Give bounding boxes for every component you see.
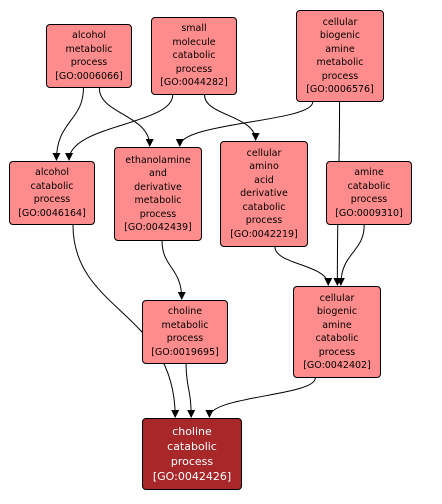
node-label: alcohol metabolic process [GO:0006066] — [55, 30, 123, 82]
node-small-molecule-catabolic-process[interactable]: small molecule catabolic process [GO:004… — [151, 17, 237, 95]
edge-choline_metabolic-to-choline_catabolic — [185, 363, 196, 418]
node-label: cellular biogenic amine catabolic proces… — [303, 292, 371, 372]
edge-small_molecule_catabolic-to-alcohol_catabolic — [65, 94, 174, 161]
node-amine-catabolic-process[interactable]: amine catabolic process [GO:0009310] — [326, 161, 412, 225]
node-label: ethanolamine and derivative metabolic pr… — [124, 154, 192, 234]
node-label: cellular amino acid derivative catabolic… — [230, 147, 298, 240]
edge-amino_acid_derivative_catabolic-to-biogenic_amine_catabolic — [274, 246, 333, 286]
edge-amine_catabolic-to-biogenic_amine_catabolic — [336, 224, 365, 286]
node-choline-catabolic-process[interactable]: choline catabolic process [GO:0042426] — [142, 418, 242, 490]
edge-small_molecule_catabolic-to-amino_acid_derivative_catabolic — [204, 94, 260, 141]
edge-alcohol_catabolic-to-choline_catabolic — [72, 224, 180, 418]
node-cellular-amino-acid-derivative-catabolic-process[interactable]: cellular amino acid derivative catabolic… — [220, 141, 308, 247]
node-label: choline metabolic process [GO:0019695] — [151, 306, 219, 358]
edge-biogenic_amine_metabolic-to-ethanolamine_metabolic — [175, 101, 314, 147]
edge-ethanolamine_metabolic-to-choline_metabolic — [161, 240, 186, 300]
node-choline-metabolic-process[interactable]: choline metabolic process [GO:0019695] — [142, 300, 228, 364]
node-label: amine catabolic process [GO:0009310] — [335, 167, 403, 219]
edge-biogenic_amine_catabolic-to-choline_catabolic — [205, 377, 316, 418]
edge-alcohol_metabolic-to-ethanolamine_metabolic — [98, 87, 154, 147]
edge-alcohol_metabolic-to-alcohol_catabolic — [52, 87, 84, 161]
node-alcohol-catabolic-process[interactable]: alcohol catabolic process [GO:0046164] — [9, 161, 95, 225]
node-cellular-biogenic-amine-catabolic-process[interactable]: cellular biogenic amine catabolic proces… — [293, 286, 381, 378]
node-cellular-biogenic-amine-metabolic-process[interactable]: cellular biogenic amine metabolic proces… — [296, 10, 384, 102]
node-alcohol-metabolic-process[interactable]: alcohol metabolic process [GO:0006066] — [46, 24, 132, 88]
node-ethanolamine-and-derivative-metabolic-process[interactable]: ethanolamine and derivative metabolic pr… — [114, 147, 202, 241]
node-label: choline catabolic process [GO:0042426] — [152, 425, 232, 483]
node-label: cellular biogenic amine metabolic proces… — [306, 16, 374, 96]
node-label: small molecule catabolic process [GO:004… — [160, 23, 228, 89]
node-label: alcohol catabolic process [GO:0046164] — [18, 167, 86, 219]
